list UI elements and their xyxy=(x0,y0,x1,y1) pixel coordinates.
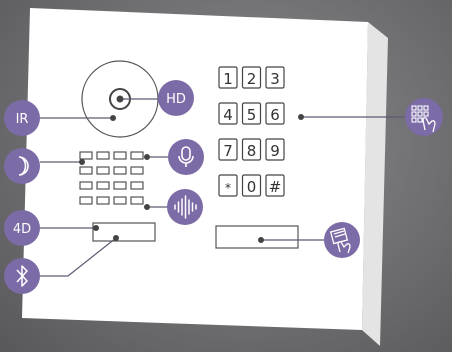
keypad-key[interactable]: * xyxy=(218,174,238,197)
hd-badge-circle xyxy=(158,80,194,116)
keypad-key[interactable]: 2 xyxy=(241,66,262,89)
night-dot xyxy=(79,159,85,165)
night-badge xyxy=(4,148,40,184)
keypad-feature-badge-circle xyxy=(405,98,443,136)
keypad-key[interactable]: 9 xyxy=(265,138,285,161)
grille-slot xyxy=(96,196,110,205)
keypad-key-label: 4 xyxy=(223,106,233,124)
keypad-key-frame xyxy=(265,138,285,161)
keypad-key-frame xyxy=(265,66,285,89)
keypad-key[interactable]: # xyxy=(265,174,285,197)
ir-badge-circle xyxy=(4,100,40,136)
keypad-key-frame xyxy=(265,174,285,197)
grille-slot xyxy=(96,166,110,175)
fourd-badge: 4D xyxy=(4,210,40,246)
sound-wave-icon xyxy=(174,195,197,219)
ir-badge: IR xyxy=(4,100,40,136)
keypad-key[interactable]: 0 xyxy=(241,174,262,197)
microphone-badge-circle xyxy=(168,139,204,175)
keypad-key[interactable]: 6 xyxy=(265,102,285,125)
bluetooth-dot xyxy=(113,235,119,241)
keypad-dot xyxy=(298,114,304,120)
grille-slot xyxy=(130,151,144,160)
keypad-key-label: 7 xyxy=(223,142,233,160)
keypad-key-frame xyxy=(218,102,238,125)
card-dot xyxy=(258,237,264,243)
fourd-badge-circle xyxy=(4,210,40,246)
moon-icon xyxy=(18,156,29,176)
grille-slot xyxy=(130,181,144,190)
keypad-key[interactable]: 4 xyxy=(218,102,238,125)
keypad-key-frame xyxy=(218,174,238,197)
microphone-icon xyxy=(178,146,194,167)
keypad-key-frame xyxy=(218,138,238,161)
left-reader-slot xyxy=(92,222,156,242)
ir-dot xyxy=(110,115,116,121)
microphone-badge xyxy=(168,139,204,175)
bluetooth-badge xyxy=(4,258,40,294)
keypad-key[interactable]: 8 xyxy=(241,138,262,161)
keypad-key-label: 1 xyxy=(223,70,233,88)
right-reader-slot xyxy=(215,225,299,249)
keypad-key-frame xyxy=(265,102,285,125)
keypad-key-label: 6 xyxy=(270,106,280,124)
keypad-key-label: # xyxy=(269,178,282,196)
bluetooth-connector xyxy=(40,237,117,277)
fourd-label: 4D xyxy=(13,222,31,237)
grille-slot xyxy=(79,166,93,175)
keypad-touch-icon xyxy=(411,105,436,133)
keypad-key-label: 0 xyxy=(247,178,257,196)
grille-slot xyxy=(79,181,93,190)
card-reader-icon xyxy=(329,227,351,254)
grille-slot xyxy=(96,151,110,160)
keypad-key-frame xyxy=(241,102,262,125)
fourd-dot xyxy=(93,225,99,231)
card-reader-badge-circle xyxy=(324,222,360,258)
keypad-key-label: * xyxy=(225,181,231,195)
hd-badge: HD xyxy=(158,80,194,116)
keypad-key-frame xyxy=(241,66,262,89)
keypad-key-label: 2 xyxy=(247,70,257,88)
keypad-key-label: 9 xyxy=(270,142,280,160)
grille-slot xyxy=(113,166,127,175)
keypad-key[interactable]: 1 xyxy=(218,66,238,89)
speaker-grille xyxy=(79,151,144,205)
grille-slot xyxy=(113,196,127,205)
hd-dot xyxy=(117,96,123,102)
grille-slot xyxy=(96,181,110,190)
keypad-feature-badge xyxy=(405,98,443,136)
grille-slot xyxy=(130,166,144,175)
grille-slot xyxy=(79,151,93,160)
connector-lines xyxy=(40,96,408,277)
keypad-key-frame xyxy=(241,174,262,197)
speaker-badge xyxy=(167,189,203,225)
ir-label: IR xyxy=(16,112,29,127)
keypad-key[interactable]: 3 xyxy=(265,66,285,89)
keypad-key-frame xyxy=(241,138,262,161)
keypad-key-label: 5 xyxy=(247,106,257,124)
card-reader-badge xyxy=(324,222,360,258)
keypad-key[interactable]: 7 xyxy=(218,138,238,161)
mic-dot xyxy=(144,154,150,160)
speaker-dot xyxy=(144,204,150,210)
keypad-key-label: 8 xyxy=(247,142,257,160)
intercom-device xyxy=(22,8,388,346)
keypad-key[interactable]: 5 xyxy=(241,102,262,125)
grille-slot xyxy=(113,151,127,160)
keypad-key-label: 3 xyxy=(270,70,280,88)
grille-slot xyxy=(79,196,93,205)
device-side-panel xyxy=(362,22,388,346)
night-badge-circle xyxy=(4,148,40,184)
grille-slot xyxy=(130,196,144,205)
grille-slot xyxy=(113,181,127,190)
hd-label: HD xyxy=(166,92,186,107)
keypad-key-frame xyxy=(218,66,238,89)
bluetooth-icon xyxy=(16,265,28,287)
